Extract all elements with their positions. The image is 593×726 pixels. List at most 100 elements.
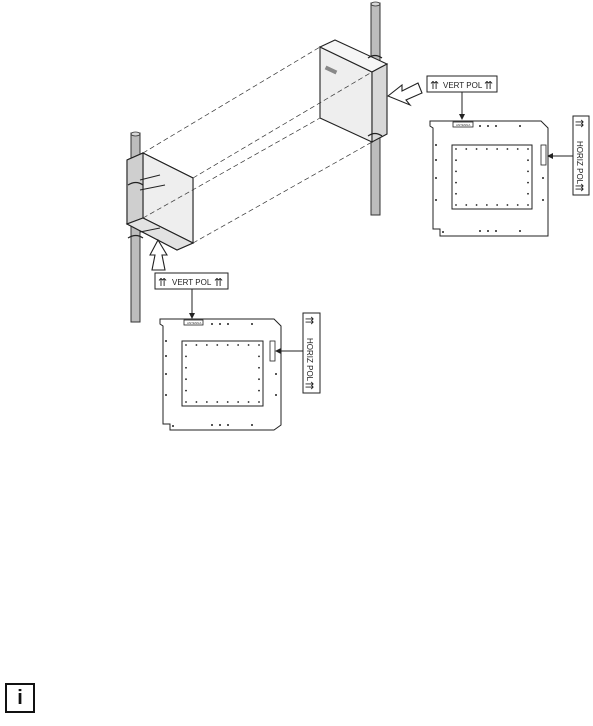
mounting-hole [185,356,187,358]
mounting-hole [527,204,529,206]
mounting-hole [258,378,260,380]
mounting-hole [165,373,167,375]
mounting-hole [185,401,187,403]
mounting-hole [455,204,457,206]
right-hollow-arrow-icon [388,83,422,105]
right-mounting-plate: ANTENNA [430,121,548,236]
mounting-hole [227,424,229,426]
mounting-hole [486,204,488,206]
mounting-hole [435,144,437,146]
mounting-hole [258,344,260,346]
mounting-hole [507,148,509,150]
left-mounting-plate: ANTENNA [160,319,281,430]
mounting-hole [442,231,444,233]
mounting-hole [211,424,213,426]
mounting-hole [165,355,167,357]
mounting-hole [435,199,437,201]
mounting-hole [455,159,457,161]
mounting-hole [185,378,187,380]
left-antenna-side [127,153,143,224]
right-vert-pol-text: VERT POL [443,81,483,90]
mounting-hole [479,125,481,127]
mounting-hole [258,356,260,358]
left-horiz-pol-label: ⇉ HORIZ POL ⇉ [275,313,320,393]
mounting-hole [206,344,208,346]
mounting-hole [227,401,229,403]
left-horiz-pol-text: HORIZ POL [305,338,314,382]
mounting-hole [258,401,260,403]
mounting-hole [527,159,529,161]
left-pole-top [131,132,140,136]
mounting-hole [219,323,221,325]
left-vert-pol-arrow-right-icon: ⇈ [214,276,223,289]
mounting-hole [165,340,167,342]
mounting-hole [248,401,250,403]
mounting-hole [527,171,529,173]
right-antenna-side [372,64,387,142]
mounting-hole [196,344,198,346]
mounting-hole [275,373,277,375]
mounting-hole [206,401,208,403]
right-horiz-pol-arrow-bottom-icon: ⇉ [575,181,584,194]
left-plate-top-tag-text: ANTENNA [187,321,201,325]
mounting-hole [275,394,277,396]
left-plate-inner-window [182,341,263,406]
left-vert-pol-arrow-left-icon: ⇈ [158,276,167,289]
right-horiz-pol-arrow-top-icon: ⇉ [575,117,584,130]
mounting-hole [211,323,213,325]
mounting-hole [527,193,529,195]
mounting-hole [465,148,467,150]
mounting-hole [227,344,229,346]
left-horiz-pol-arrow-bottom-icon: ⇉ [305,379,314,392]
mounting-hole [185,367,187,369]
right-vert-pol-arrow-left-icon: ⇈ [430,79,439,92]
right-plate-top-tag-text: ANTENNA [456,123,470,127]
mounting-hole [487,230,489,232]
mounting-hole [479,230,481,232]
mounting-hole [507,204,509,206]
mounting-hole [219,424,221,426]
right-mast-assembly [320,2,387,215]
mounting-hole [517,148,519,150]
mounting-hole [455,182,457,184]
right-plate-side-tag [541,145,546,165]
mounting-hole [165,394,167,396]
left-mast-assembly [127,132,193,322]
mounting-hole [542,199,544,201]
mounting-hole [527,148,529,150]
mounting-hole [455,171,457,173]
right-horiz-pol-label: ⇉ HORIZ POL ⇉ [547,116,589,195]
mounting-hole [216,401,218,403]
mounting-hole [495,125,497,127]
left-vert-pol-text: VERT POL [172,278,212,287]
right-vert-pol-label: ⇈ VERT POL ⇈ [427,76,497,120]
mounting-hole [185,390,187,392]
left-horiz-pol-arrow-top-icon: ⇉ [305,314,314,327]
mounting-hole [258,367,260,369]
left-hollow-arrow-icon [150,240,167,270]
mounting-hole [465,204,467,206]
right-horiz-pol-text: HORIZ POL [575,141,584,185]
mounting-hole [517,204,519,206]
mounting-hole [495,230,497,232]
mounting-hole [496,148,498,150]
info-note-icon: i [5,683,35,713]
mounting-hole [496,204,498,206]
mounting-hole [248,344,250,346]
left-plate-side-tag [270,341,275,361]
right-pole-top [371,2,380,6]
mounting-hole [519,230,521,232]
mounting-hole [435,159,437,161]
right-plate-inner-window [452,145,532,209]
mounting-hole [237,401,239,403]
mounting-hole [542,177,544,179]
mounting-hole [455,193,457,195]
mounting-hole [237,344,239,346]
left-vert-pol-label: ⇈ VERT POL ⇈ [155,273,228,319]
mounting-hole [251,424,253,426]
mounting-hole [172,425,174,427]
mounting-hole [527,182,529,184]
mounting-hole [435,177,437,179]
right-vert-pol-arrow-right-icon: ⇈ [484,79,493,92]
